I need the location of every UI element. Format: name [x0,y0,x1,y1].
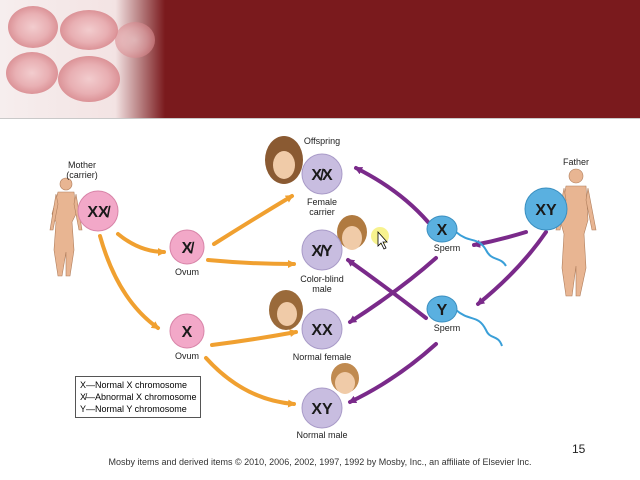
legend-item-abnormal-x: X̸—Abnormal X chromosome [80,392,197,402]
ovum-normal-cell: X [169,313,205,349]
sperm-y-cell: Y [426,295,458,323]
svg-text:XY: XY [535,202,557,219]
colorblind-male-label-1: Color-blind [300,274,344,284]
normal-female-face-icon [269,290,303,330]
legend-item-normal-y: Y—Normal Y chromosome [80,404,187,414]
ovum-label-lower: Ovum [174,351,199,361]
sperm-label-lower: Sperm [433,323,461,333]
svg-text:X̸X: X̸X [311,167,333,184]
svg-text:Y: Y [437,302,448,319]
mother-status-label: (carrier) [66,170,98,180]
maternal-arrows [98,194,298,408]
normal-female-cell: XX [301,308,343,350]
mother-figure [49,177,83,277]
female-carrier-label-2: carrier [309,207,335,217]
header-banner [0,0,640,119]
svg-text:XX: XX [311,322,333,339]
paternal-arrows [346,166,548,404]
colorblind-male-face-icon [337,215,367,250]
legend-item-normal-x: X—Normal X chromosome [80,380,188,390]
ovum-abnormal-cell: X̸ [169,229,205,265]
normal-female-label: Normal female [292,352,352,362]
sperm-label-upper: Sperm [433,243,461,253]
svg-text:XY: XY [311,401,333,418]
female-carrier-cell: X̸X [301,153,343,195]
colorblind-male-cell: X̸Y [301,229,343,271]
legend: X—Normal X chromosome X̸—Abnormal X chro… [75,376,201,418]
father-cell: XY [524,187,568,231]
page-number: 15 [572,442,586,456]
svg-text:X̸: X̸ [182,240,195,257]
inheritance-diagram: XX̸ XY X̸ X X Y X̸X X̸Y XX XY [49,136,597,429]
mother-cell: XX̸ [77,190,119,232]
mother-label: Mother [67,160,96,170]
father-label: Father [562,157,589,167]
red-blood-cells-image [0,0,165,118]
female-carrier-face-icon [265,136,303,184]
svg-text:X̸Y: X̸Y [311,243,333,260]
copyright-footer: Mosby items and derived items © 2010, 20… [108,457,532,467]
sperm-x-cell: X [426,215,458,243]
offspring-label: Offspring [303,136,341,146]
female-carrier-label-1: Female [306,197,337,207]
father-figure [555,168,597,297]
svg-text:XX̸: XX̸ [87,204,110,221]
colorblind-male-label-2: male [312,284,332,294]
normal-male-cell: XY [301,387,343,429]
ovum-label-upper: Ovum [174,267,199,277]
sperm-tails [455,231,507,347]
normal-male-label: Normal male [296,430,348,440]
svg-text:X: X [182,324,193,341]
mouse-cursor-icon [371,227,389,250]
svg-text:X: X [437,222,448,239]
normal-male-face-icon [331,363,359,394]
